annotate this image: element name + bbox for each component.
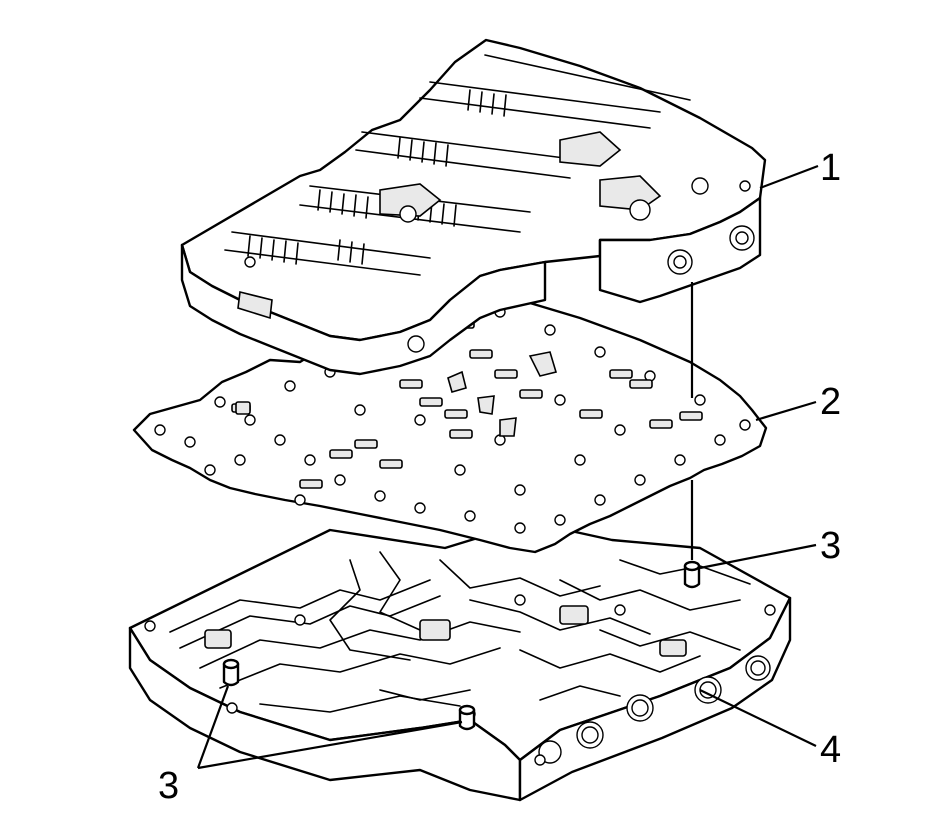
spacer-plate-holes: [154, 306, 751, 534]
callout-label-4: 4: [820, 729, 841, 771]
callout-3-left: 3: [158, 685, 463, 807]
dowel-pin-left: [222, 658, 240, 687]
callout-1: 1: [759, 147, 841, 190]
callout-label-3-right: 3: [820, 525, 841, 567]
dowel-pin-center: [458, 704, 476, 731]
upper-valve-body: [180, 38, 767, 376]
callout-label-2: 2: [820, 381, 841, 423]
callout-label-1: 1: [820, 147, 841, 189]
callout-2: 2: [755, 381, 841, 423]
spacer-plate-slots: [231, 315, 703, 489]
callout-3-right: 3: [699, 525, 841, 570]
callout-label-3-left: 3: [158, 765, 179, 807]
callout-4: 4: [699, 689, 841, 771]
dowel-pin-right: [683, 560, 701, 589]
spacer-plate: [132, 288, 768, 554]
lower-valve-body: [128, 520, 792, 802]
